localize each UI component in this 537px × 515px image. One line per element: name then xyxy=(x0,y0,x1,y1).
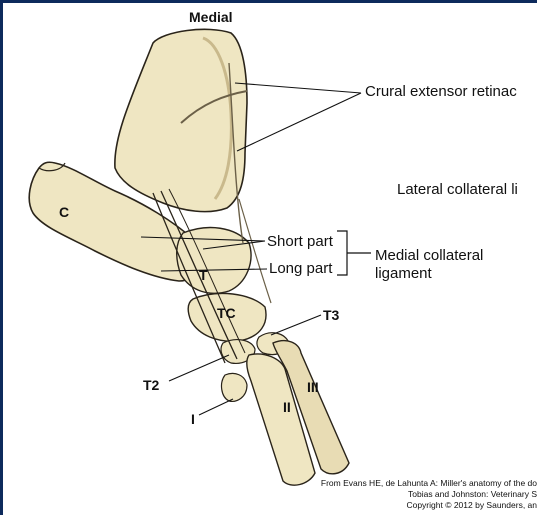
bone-label-tc: TC xyxy=(217,305,236,321)
bone-label-t: T xyxy=(199,267,208,283)
credit-line-1: From Evans HE, de Lahunta A: Miller's an… xyxy=(320,478,537,488)
leader-t2 xyxy=(168,354,230,382)
bone-label-t2: T2 xyxy=(143,377,160,393)
bracket xyxy=(337,230,371,276)
label-ligament: ligament xyxy=(375,265,432,282)
tibia-shading xyxy=(202,36,233,200)
label-medial-collateral: Medial collateral xyxy=(375,247,484,264)
bone-label-iii: III xyxy=(307,379,319,395)
calcaneus-tuber xyxy=(38,162,66,172)
retinaculum-strand xyxy=(228,62,244,244)
metatarsal-i xyxy=(220,372,248,402)
credit-line-2: Tobias and Johnston: Veterinary S xyxy=(408,489,537,499)
metatarsal-iii xyxy=(272,339,350,475)
tarsal-joint-illustration xyxy=(28,28,371,486)
label-lateral-collateral: Lateral collateral li xyxy=(397,181,518,198)
tibia xyxy=(114,28,248,213)
leader-i xyxy=(198,398,234,416)
ligament-band-3 xyxy=(168,188,246,354)
leader-t3 xyxy=(270,314,322,336)
ligament-band-1 xyxy=(152,192,226,364)
leader-short-2 xyxy=(202,240,266,250)
label-long-part: Long part xyxy=(269,260,333,277)
label-short-part: Short part xyxy=(267,233,333,250)
crural-retinaculum xyxy=(180,90,248,124)
bone-label-ii: II xyxy=(283,399,291,415)
leader-long xyxy=(160,268,268,272)
label-crural-retinaculum: Crural extensor retinac xyxy=(365,83,517,100)
credit-line-3: Copyright © 2012 by Saunders, an xyxy=(406,500,537,510)
leader-crural-2 xyxy=(236,92,362,152)
figure-panel: Medial Crural extensor retinac Lateral c… xyxy=(3,3,537,515)
bone-label-i: I xyxy=(191,411,195,427)
metatarsal-ii xyxy=(246,353,316,486)
leader-crural-1 xyxy=(234,82,362,94)
view-heading: Medial xyxy=(189,9,233,25)
bone-label-t3: T3 xyxy=(323,307,340,323)
lateral-band xyxy=(238,198,272,304)
leader-short-1 xyxy=(140,236,266,242)
bone-label-c: C xyxy=(59,204,70,220)
